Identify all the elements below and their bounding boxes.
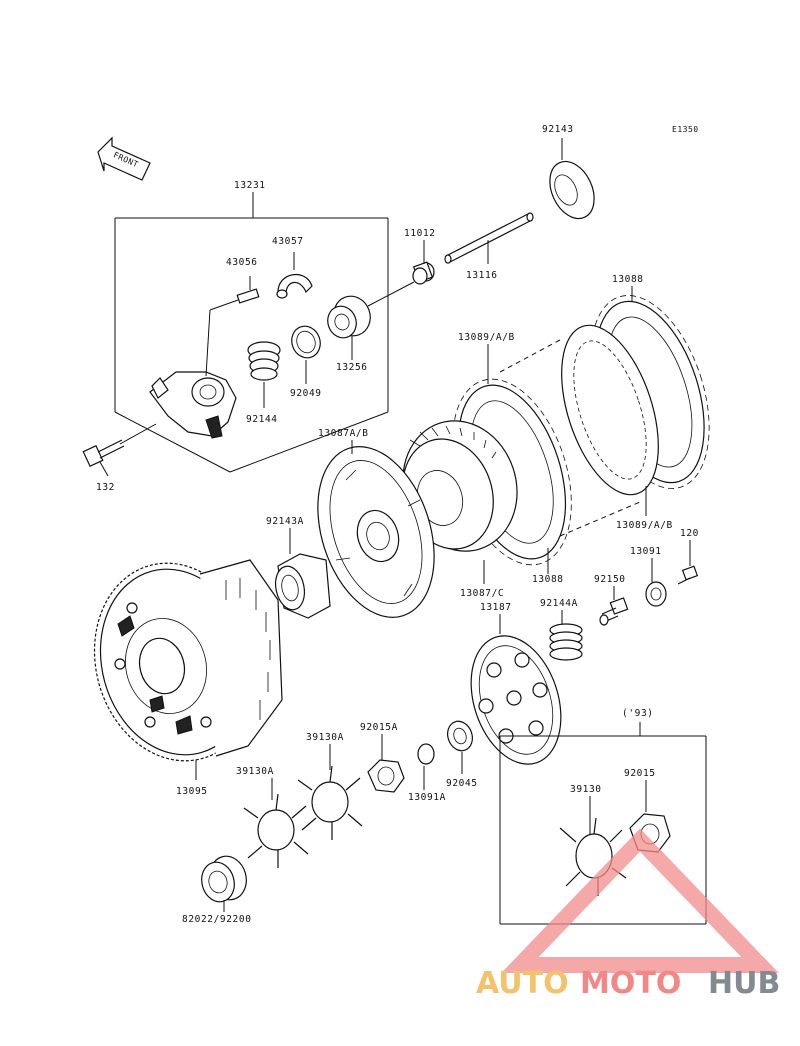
seal-92049 [291,325,321,384]
watermark-hub: HUB [708,966,780,1001]
label-43056: 43056 [226,257,258,268]
bearing-92045 [447,720,473,774]
spring-92144a [549,610,583,661]
label-92015: 92015 [624,768,656,779]
label-13095: 13095 [176,786,208,797]
watermark-auto: AUTO [476,966,569,1001]
label-13089-bottom: 13089/A/B [616,520,673,531]
front-arrow-icon: FRONT [97,136,151,181]
label-92150: 92150 [594,574,626,585]
year-inset-box [499,722,707,925]
label-13231: 13231 [234,180,266,191]
cap-43057 [276,252,313,299]
lock-washer-39130a-2 [243,778,309,868]
bolt-132 [82,423,157,477]
diagram-code: E1350 [672,125,699,134]
nut-92015a [367,734,405,793]
label-13088-bottom: 13088 [532,574,564,585]
bushing-11012 [412,240,435,285]
label-132: 132 [96,482,115,493]
label-39130: 39130 [570,784,602,795]
label-13091: 13091 [630,546,662,557]
clutch-housing-13095 [93,559,283,780]
dashed-guide-top [499,339,561,373]
label-13087c: 13087/C [460,588,504,599]
watermark-moto: MOTO [580,966,681,1001]
bolt-92150 [599,586,629,626]
label-82022: 82022/92200 [182,914,252,925]
label-43057: 43057 [272,236,304,247]
label-13087ab: 13087A/B [318,428,369,439]
needle-bearing-82022 [201,855,247,912]
label-13116: 13116 [466,270,498,281]
label-92143a: 92143A [266,516,304,527]
spring-92144 [247,341,281,408]
label-13088-top: 13088 [612,274,644,285]
label-13091a: 13091A [408,792,446,803]
label-13187: 13187 [480,602,512,613]
dashed-guide-bottom [559,501,641,537]
year-note: ('93) [622,708,654,719]
label-120: 120 [680,528,699,539]
label-92144: 92144 [246,414,278,425]
label-92144a: 92144A [540,598,578,609]
watermark-triangle-icon [501,828,779,973]
release-assembly-bracket [114,192,389,473]
label-92015a: 92015A [360,722,398,733]
washer-92143 [549,138,595,220]
bleeder-valve-43056 [205,276,260,377]
label-92045: 92045 [446,778,478,789]
label-92143: 92143 [542,124,574,135]
label-13256: 13256 [336,362,368,373]
label-13089-top: 13089/A/B [458,332,515,343]
label-11012: 11012 [404,228,436,239]
collar-92143a [274,528,331,619]
label-39130a-1: 39130A [306,732,344,743]
watermark-logo: AUTO MOTO HUB [476,828,780,1001]
release-lever-housing [149,371,237,439]
lock-washer-39130a-1 [297,744,363,840]
bolt-120 [677,540,699,585]
steel-plate-13089-top [561,324,659,496]
collar-13091a [417,743,435,790]
nut-13091 [645,558,667,607]
label-39130a-2: 39130A [236,766,274,777]
piston-13256 [327,281,415,360]
pressure-plate-13087ab [317,440,435,618]
label-92049: 92049 [290,388,322,399]
push-rod-13116 [444,212,534,264]
